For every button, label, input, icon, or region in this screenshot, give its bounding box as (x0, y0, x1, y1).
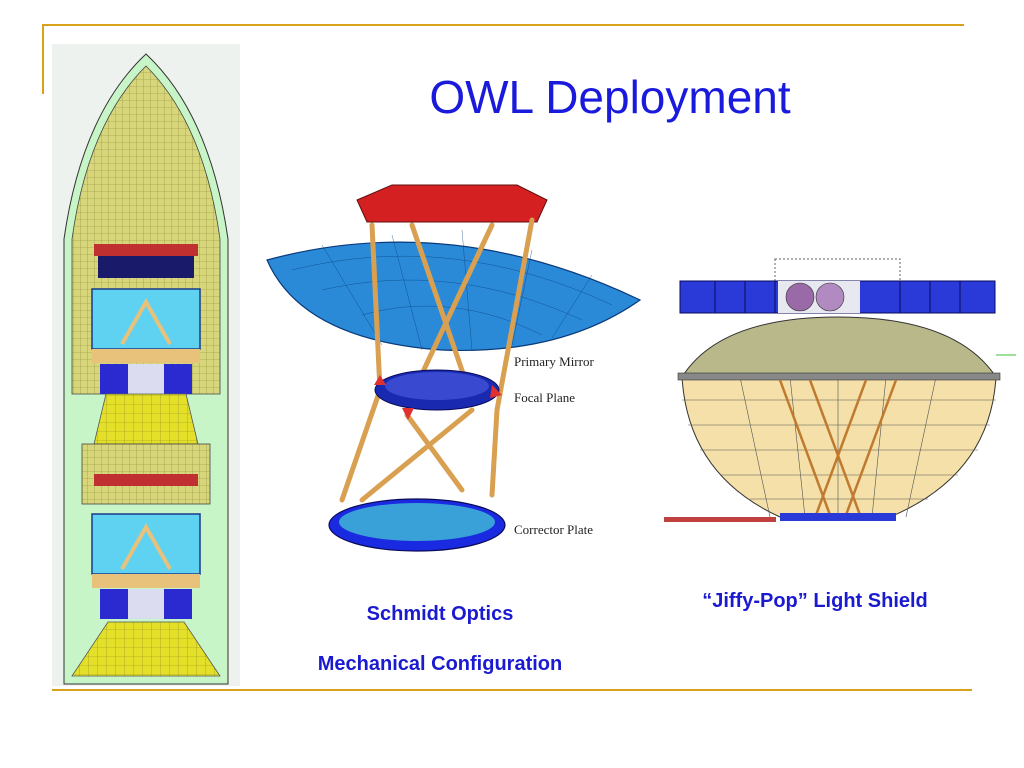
slide-title: OWL Deployment (429, 71, 791, 123)
left-rule (42, 24, 44, 94)
light-shield-caption: “Jiffy-Pop” Light Shield (702, 590, 928, 612)
bottom-rule (52, 689, 972, 691)
launch-fairing-figure (52, 44, 240, 686)
top-rule (42, 24, 964, 26)
corrector-plate-label: Corrector Plate (514, 522, 594, 537)
primary-mirror-label: Primary Mirror (514, 354, 594, 369)
focal-plane-label: Focal Plane (514, 390, 576, 405)
light-shield-figure (664, 258, 1016, 522)
mechanical-configuration-caption: Mechanical Configuration (317, 653, 563, 675)
schmidt-optics-figure (266, 184, 642, 552)
schmidt-optics-caption: Schmidt Optics (366, 603, 514, 625)
